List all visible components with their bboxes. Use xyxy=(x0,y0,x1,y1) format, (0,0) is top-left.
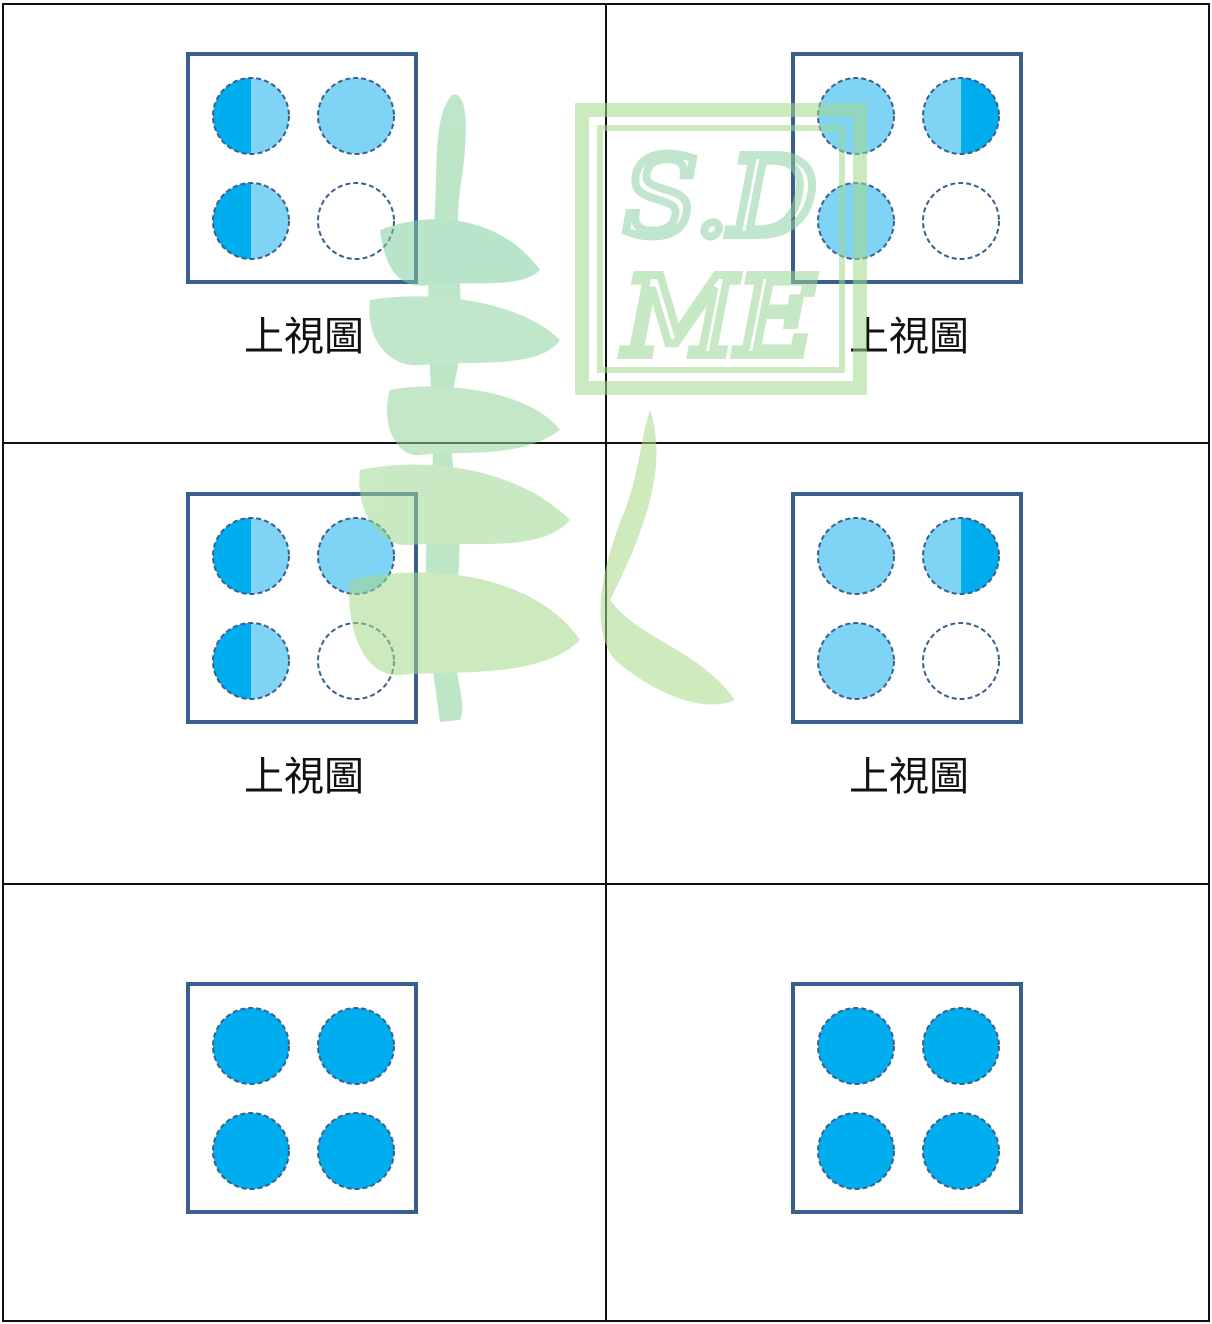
cell-box xyxy=(186,52,418,284)
dot-2 xyxy=(922,517,1000,595)
dot-3 xyxy=(212,1112,290,1190)
dot-1 xyxy=(817,77,895,155)
dot-4 xyxy=(922,182,1000,260)
dot-4 xyxy=(317,182,395,260)
cell-box xyxy=(186,982,418,1214)
braille-cell-5 xyxy=(186,982,418,1214)
dot-2 xyxy=(317,77,395,155)
dot-3 xyxy=(817,1112,895,1190)
dot-2 xyxy=(922,1007,1000,1085)
braille-cell-3: 上視圖 xyxy=(186,492,418,800)
braille-cell-4: 上視圖 xyxy=(791,492,1023,800)
cell-box xyxy=(791,492,1023,724)
top-view-caption: 上視圖 xyxy=(849,314,969,360)
dot-1 xyxy=(212,517,290,595)
dot-1 xyxy=(212,77,290,155)
dot-4 xyxy=(922,1112,1000,1190)
dot-4 xyxy=(922,622,1000,700)
dot-1 xyxy=(212,1007,290,1085)
dot-2 xyxy=(922,77,1000,155)
top-view-caption: 上視圖 xyxy=(849,754,969,800)
dot-3 xyxy=(212,622,290,700)
dot-1 xyxy=(817,517,895,595)
dot-4 xyxy=(317,622,395,700)
braille-cell-1: 上視圖 xyxy=(186,52,418,360)
top-view-caption: 上視圖 xyxy=(244,754,364,800)
dot-2 xyxy=(317,1007,395,1085)
dot-3 xyxy=(817,622,895,700)
dot-4 xyxy=(317,1112,395,1190)
dot-2 xyxy=(317,517,395,595)
top-view-caption: 上視圖 xyxy=(244,314,364,360)
dot-1 xyxy=(817,1007,895,1085)
braille-cell-6 xyxy=(791,982,1023,1214)
cell-box xyxy=(791,982,1023,1214)
dot-3 xyxy=(817,182,895,260)
cells-layer: 上視圖上視圖上視圖上視圖 xyxy=(186,52,1023,1214)
dot-3 xyxy=(212,182,290,260)
braille-cell-2: 上視圖 xyxy=(791,52,1023,360)
